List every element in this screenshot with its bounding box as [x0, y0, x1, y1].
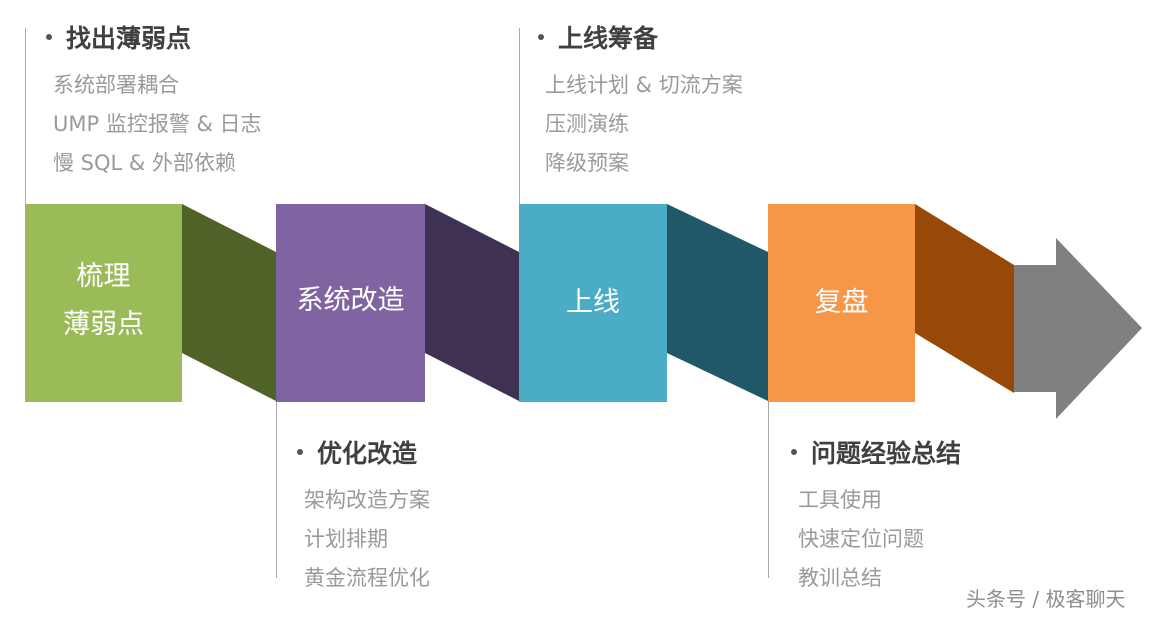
- group-item: 系统部署耦合: [53, 73, 179, 97]
- step-label-2: 系统改造: [296, 285, 405, 316]
- group-item: 教训总结: [798, 566, 882, 590]
- group-lessons: 问题经验总结 工具使用 快速定位问题 教训总结: [789, 437, 961, 598]
- group-item: 降级预案: [545, 151, 629, 175]
- fold-3: [667, 204, 768, 401]
- group-title: 上线筹备: [536, 22, 743, 56]
- bullet-icon: [538, 34, 544, 40]
- group-optimize: 优化改造 架构改造方案 计划排期 黄金流程优化: [295, 437, 430, 598]
- step-block-3: [519, 204, 667, 402]
- group-item: 慢 SQL & 外部依赖: [53, 151, 236, 175]
- connector-line-2: [276, 401, 277, 578]
- connector-line-4: [768, 401, 769, 578]
- step-block-4: [768, 204, 915, 402]
- step-label-1: 梳理 薄弱点: [63, 261, 144, 340]
- group-launch-prep: 上线筹备 上线计划 & 切流方案 压测演练 降级预案: [536, 22, 743, 183]
- bullet-icon: [46, 34, 52, 40]
- group-title: 问题经验总结: [789, 437, 961, 471]
- fold-2: [425, 204, 519, 401]
- group-item: 架构改造方案: [304, 488, 430, 512]
- group-title: 优化改造: [295, 437, 430, 471]
- arrow-right-icon: [1014, 238, 1142, 419]
- connector-line-3: [519, 28, 520, 204]
- group-title: 找出薄弱点: [44, 22, 262, 56]
- group-item: 工具使用: [798, 488, 882, 512]
- fold-1: [182, 204, 276, 401]
- watermark: 头条号 / 极客聊天: [966, 587, 1126, 611]
- group-item: UMP 监控报警 & 日志: [53, 112, 262, 136]
- bullet-icon: [297, 449, 303, 455]
- fold-4: [915, 204, 1014, 393]
- group-item: 快速定位问题: [798, 527, 924, 551]
- group-item: 上线计划 & 切流方案: [545, 73, 743, 97]
- bullet-icon: [791, 449, 797, 455]
- group-item: 计划排期: [304, 527, 388, 551]
- step-label-4: 复盘: [814, 287, 869, 318]
- group-item: 压测演练: [545, 112, 629, 136]
- step-block-1: [25, 204, 182, 402]
- connector-line-1: [25, 28, 26, 204]
- step-label-3: 上线: [566, 287, 620, 318]
- group-item: 黄金流程优化: [304, 566, 430, 590]
- group-find-weakness: 找出薄弱点 系统部署耦合 UMP 监控报警 & 日志 慢 SQL & 外部依赖: [44, 22, 262, 183]
- step-block-2: [276, 204, 425, 402]
